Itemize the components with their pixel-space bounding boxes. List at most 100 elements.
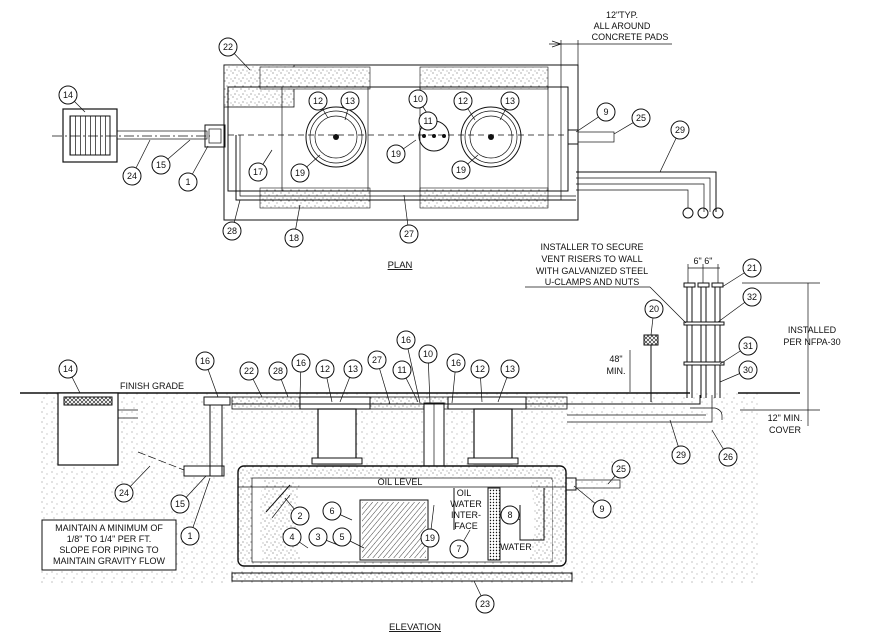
vent-note-2: VENT RISERS TO WALL [541,254,642,264]
elev-callout-28: 28 [268,361,289,398]
elev-callout-13: 13 [497,359,520,403]
elev-callout-label: 22 [244,366,254,376]
slope-note-2: 1/8" TO 1/4" PER FT. [67,534,152,544]
plan-callout-label: 22 [223,42,233,52]
elev-callout-label: 20 [649,304,659,314]
elev-callout-label: 7 [456,544,461,554]
elev-callout-16: 16 [446,353,466,404]
elev-callout-12: 12 [470,359,490,403]
plan-callout-label: 25 [636,113,646,123]
elev-callout-label: 8 [507,510,512,520]
plan-callout-17: 17 [248,149,273,182]
elev-callout-label: 16 [296,358,306,368]
pads-note-2: ALL AROUND [594,21,651,31]
elev-callout-label: 5 [339,532,344,542]
plan-callout-24: 24 [122,139,151,186]
plan-callout-11: 11 [418,111,438,131]
plan-callout-label: 13 [345,96,355,106]
plan-callout-1: 1 [178,145,209,192]
elev-callout-16: 16 [396,330,421,404]
elev-callout-11: 11 [392,360,419,403]
plan-callout-label: 10 [413,94,423,104]
elev-callout-label: 28 [273,366,283,376]
plan-callout-10: 10 [408,89,433,122]
elev-callout-15: 15 [170,475,207,514]
elev-callout-30: 30 [719,360,758,383]
oil-water-2: WATER [450,499,482,509]
elev-callout-9: 9 [573,485,612,519]
oil-water-4: FACE [454,521,478,531]
plan-callout-label: 11 [423,116,432,126]
plan-callout-label: 27 [404,229,414,239]
elev-callout-8: 8 [500,505,521,525]
elev-callout-label: 30 [743,365,753,375]
elev-callout-20: 20 [644,299,664,336]
elev-callout-label: 16 [451,358,461,368]
elev-callout-label: 9 [599,504,604,514]
plan-callout-29: 29 [659,120,690,173]
pads-note-1: 12"TYP. [606,10,638,20]
plan-callout-label: 15 [156,160,166,170]
oil-water-3: INTER- [451,510,481,520]
pads-note-3: CONCRETE PADS [592,32,669,42]
installed-note-1: INSTALLED [788,325,837,335]
elev-callout-label: 32 [747,292,757,302]
plan-callout-12: 12 [453,91,476,121]
elev-callout-label: 13 [348,364,358,374]
elev-callout-label: 14 [63,364,73,374]
cover-note-2: COVER [769,425,802,435]
elevation-view [20,264,820,583]
plan-callout-label: 12 [458,96,468,106]
plan-callout-14: 14 [58,85,86,113]
plan-callout-label: 24 [127,171,137,181]
elev-callout-22: 22 [239,361,263,398]
plan-callout-22: 22 [218,37,251,71]
elev-callout-16: 16 [195,351,219,398]
elev-callout-label: 23 [480,599,490,609]
min48-note-2: MIN. [607,366,626,376]
plan-callout-label: 17 [253,167,263,177]
elev-callout-31: 31 [719,336,758,365]
elev-callout-4: 4 [282,527,309,549]
plan-callout-label: 12 [313,96,323,106]
elev-callout-label: 3 [315,532,320,542]
elev-callout-16: 16 [291,353,311,398]
oil-water-1: OIL [457,488,472,498]
plan-callout-13: 13 [499,91,520,121]
slope-note-4: MAINTAIN GRAVITY FLOW [53,556,166,566]
min48-note-1: 48" [609,354,622,364]
elev-callout-label: 26 [723,452,733,462]
plan-title: PLAN [388,260,413,271]
plan-callout-12: 12 [308,91,329,119]
elev-callout-label: 12 [320,364,330,374]
elev-callout-label: 16 [200,356,210,366]
elev-callout-27: 27 [367,350,391,405]
elev-callout-label: 1 [187,531,192,541]
elev-callout-label: 29 [676,450,686,460]
elev-callout-label: 6 [329,506,334,516]
elev-callout-7: 7 [449,529,471,559]
elev-callout-25: 25 [607,459,631,485]
elev-callout-6: 6 [322,501,353,521]
spacing-note: 6" 6" [694,256,713,266]
plan-callout-9: 9 [575,102,616,133]
plan-view [52,40,724,221]
elev-callout-12: 12 [315,359,335,403]
plan-callout-13: 13 [340,91,360,121]
elev-callout-label: 31 [743,341,753,351]
finish-grade-label: FINISH GRADE [120,381,184,391]
elev-callout-label: 27 [372,355,382,365]
plan-callout-15: 15 [151,139,191,175]
plan-callout-label: 14 [63,90,73,100]
elevation-title: ELEVATION [389,622,441,633]
elev-callout-label: 16 [401,335,411,345]
slope-note-box [41,519,177,571]
plan-callout-label: 19 [456,165,466,175]
plan-callout-19: 19 [451,154,479,180]
elev-callout-14: 14 [58,359,81,394]
plan-callout-18: 18 [284,204,304,248]
elev-callout-26: 26 [711,429,738,467]
elev-callout-23: 23 [473,580,495,614]
elev-callout-19: 19 [420,504,440,548]
